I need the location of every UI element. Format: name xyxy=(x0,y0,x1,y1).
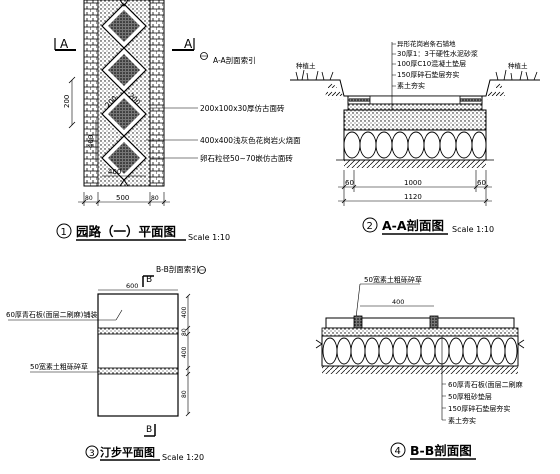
panel-4-title: B-B剖面图 xyxy=(410,443,472,458)
section-mark-a-right: A xyxy=(184,37,193,51)
grass-right xyxy=(495,69,538,81)
dim-400-b: 400 xyxy=(392,298,404,306)
subgrade-hatch xyxy=(344,160,486,168)
grass-left xyxy=(295,69,334,81)
panel-1-path-plan: A A A-A剖面索引 200 200 200 400 400 80 500 8… xyxy=(54,0,301,242)
panel-2-scale: Scale 1:10 xyxy=(452,225,494,234)
dim-400-lower: 400 xyxy=(181,346,188,358)
mortar-layer xyxy=(347,103,483,111)
layer-2-label: 30厚1：3干硬性水泥砂浆 xyxy=(397,49,478,58)
layer-3-label: 100厚C10混凝土垫层 xyxy=(397,59,466,68)
dim-400-upper: 400 xyxy=(181,306,188,318)
layer-1-label: 异形花岗岩条石铺地 xyxy=(397,39,456,48)
layer-5-label: 素土夯实 xyxy=(397,81,425,90)
drawing-number-2: 2 xyxy=(367,221,373,232)
sand-layer xyxy=(321,327,519,337)
panel-2-section-aa: 种植土 种植土 异形花岗岩条石铺地 30厚 xyxy=(290,39,540,235)
gravel-layer xyxy=(343,129,487,161)
drawing-number-1: 1 xyxy=(61,227,67,238)
dim-80-left: 80 xyxy=(85,195,93,202)
section-ref-label: A-A剖面索引 xyxy=(213,55,256,65)
gap-strip-2 xyxy=(97,367,179,375)
dim-80-lower: 80 xyxy=(181,390,188,398)
section-mark-a-left: A xyxy=(60,37,69,51)
note-brick-edge: 200x100x30厚仿古面砖 xyxy=(200,103,285,113)
concrete-layer xyxy=(343,109,487,131)
drawing-number-4: 4 xyxy=(395,446,401,457)
section-mark-b-bottom: B xyxy=(146,425,152,435)
panel-3-title: 汀步平面图 xyxy=(100,445,155,459)
dim-200-left: 200 xyxy=(63,95,71,108)
planting-soil-left: 种植土 xyxy=(296,61,316,70)
section-mark-b-top: B xyxy=(146,275,152,285)
dim-1120: 1120 xyxy=(404,193,422,201)
layer-b-3-label: 150厚碎石垫层夯实 xyxy=(448,404,510,413)
panel-1-scale: Scale 1:10 xyxy=(188,233,230,242)
dim-500: 500 xyxy=(116,194,129,202)
dim-80-right: 80 xyxy=(151,195,159,202)
drawing-number-circle xyxy=(56,223,72,239)
dim-60-right: 60 xyxy=(477,179,486,187)
gap-fill-right xyxy=(429,315,439,329)
layer-b-1-label: 60厚青石板(面层二刷麻 xyxy=(448,380,523,389)
gap-fill-left xyxy=(353,315,363,329)
dim-80-upper: 80 xyxy=(181,328,188,336)
note-gap-fill: 50宽素土粗砾碎草 xyxy=(30,362,88,371)
note-pebbles: 卵石粒径50~70嵌仿古面砖 xyxy=(200,153,293,163)
dim-60-left: 60 xyxy=(345,179,354,187)
panel-3-scale: Scale 1:20 xyxy=(162,453,204,462)
stepping-stones-outline xyxy=(97,293,179,417)
subgrade-hatch-b xyxy=(322,366,518,374)
note-granite: 400x400浅灰色花岗岩火烧面 xyxy=(200,135,301,145)
layer-b-2-label: 50厚粗砂垫层 xyxy=(448,392,492,401)
note-bluestone: 60厚青石板(面层二刷麻)铺装 xyxy=(6,310,97,319)
panel-2-title: A-A剖面图 xyxy=(382,218,444,233)
layer-b-4-label: 素土夯实 xyxy=(448,416,476,425)
dim-400-horizontal: 400 xyxy=(108,168,121,176)
panel-3-stepping-plan: B B-B剖面索引 600 400 80 400 80 60厚青石板(面层二刷麻… xyxy=(6,264,206,462)
panel-4-section-bb: 50宽素土粗砾碎草 400 60厚青石板(面层二刷麻 xyxy=(315,275,525,460)
layer-4-label: 150厚碎石垫层夯实 xyxy=(397,70,459,79)
panel-1-title: 园路（一）平面图 xyxy=(76,224,176,239)
gap-strip-1 xyxy=(97,327,179,335)
top-gap-note: 50宽素土粗砾碎草 xyxy=(364,275,422,284)
dim-400-vertical: 400 xyxy=(87,135,95,148)
dim-1000: 1000 xyxy=(404,179,422,187)
planting-soil-right: 种植土 xyxy=(508,61,528,70)
section-ref-b: B-B剖面索引 xyxy=(156,264,199,274)
dim-600: 600 xyxy=(126,282,138,290)
drawing-number-3: 3 xyxy=(89,449,95,459)
